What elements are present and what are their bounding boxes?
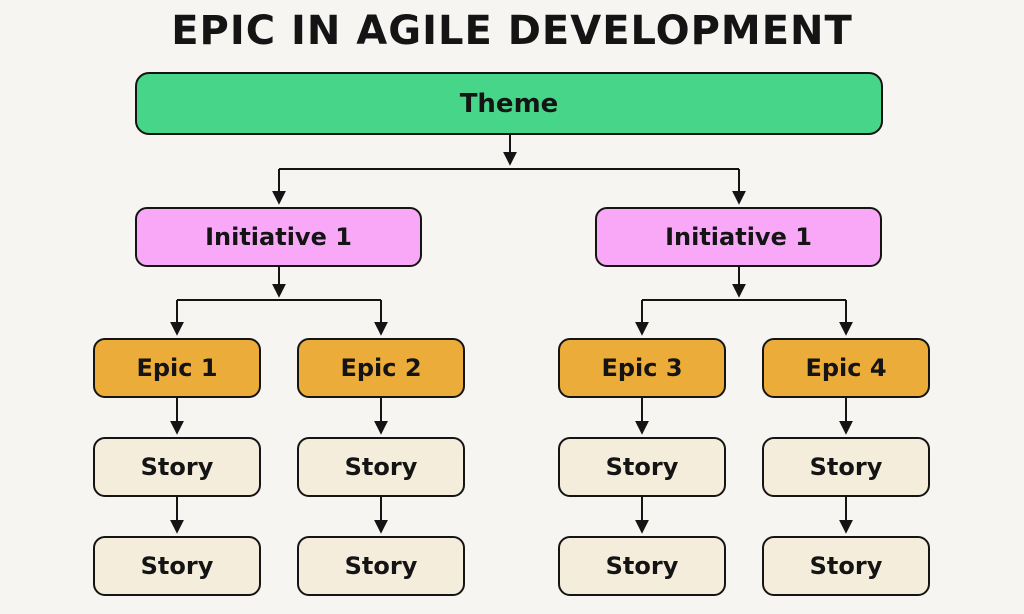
initiative-left-to-epics-connector: [170, 267, 388, 336]
node-story-5: Story: [93, 536, 261, 596]
node-story-3: Story: [558, 437, 726, 497]
node-story-7: Story: [558, 536, 726, 596]
node-epic-1: Epic 1: [93, 338, 261, 398]
node-story-4: Story: [762, 437, 930, 497]
node-epic-3: Epic 3: [558, 338, 726, 398]
node-initiative-left: Initiative 1: [135, 207, 422, 267]
node-story-8: Story: [762, 536, 930, 596]
node-story-1: Story: [93, 437, 261, 497]
page-title: EPIC IN AGILE DEVELOPMENT: [171, 8, 853, 54]
node-theme: Theme: [135, 72, 883, 135]
node-epic-4: Epic 4: [762, 338, 930, 398]
node-story-2: Story: [297, 437, 465, 497]
node-initiative-right: Initiative 1: [595, 207, 882, 267]
node-story-6: Story: [297, 536, 465, 596]
initiative-right-to-epics-connector: [635, 267, 853, 336]
epic-to-story-connectors: [170, 398, 853, 435]
story-to-story-connectors: [170, 497, 853, 534]
node-epic-2: Epic 2: [297, 338, 465, 398]
theme-to-initiatives-connector: [272, 134, 746, 205]
